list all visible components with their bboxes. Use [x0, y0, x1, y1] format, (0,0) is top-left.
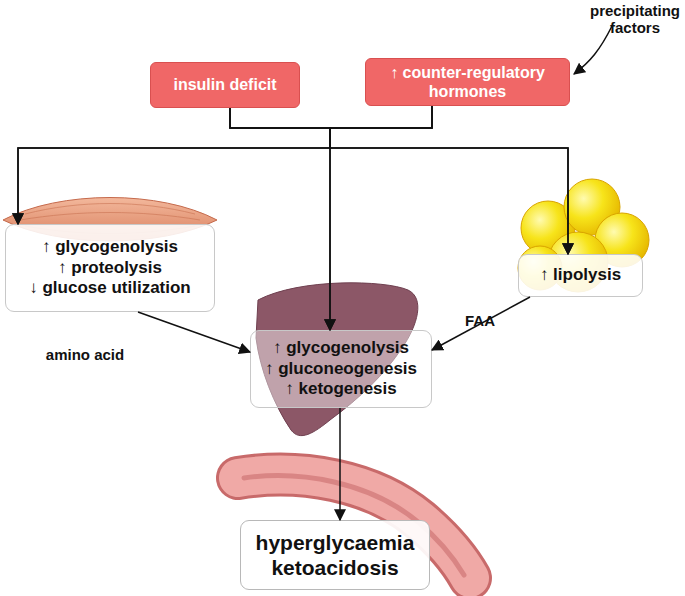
- annotation-label: precipitating factors: [585, 2, 685, 36]
- flow-arrow: [330, 106, 568, 254]
- node-text: insulin deficit: [173, 75, 276, 94]
- edge-label: FAA: [455, 312, 505, 329]
- muscle-effects-box: ↑ glycogenolysis↑ proteolysis↓ glucose u…: [5, 224, 215, 312]
- liver-effects-box: ↑ glycogenolysis↑ gluconeogenesis↑ ketog…: [250, 330, 432, 408]
- flow-arrow: [432, 297, 530, 350]
- liver-illustration: [256, 283, 418, 436]
- node-text: ↑ proteolysis: [58, 258, 162, 278]
- condition-box: insulin deficit: [150, 62, 300, 108]
- flow-arrow: [230, 108, 568, 254]
- flow-arrow: [138, 312, 250, 352]
- leader-arrow: [574, 26, 612, 74]
- adipose-effects-box: ↑ lipolysis: [518, 254, 643, 297]
- node-text: ↑ counter-regulatory hormones: [366, 63, 569, 101]
- node-text: hyperglycaemia: [256, 530, 415, 555]
- node-text: ketoacidosis: [271, 555, 398, 580]
- node-text: ↑ glycogenolysis: [42, 237, 178, 257]
- flow-arrow: [18, 106, 432, 224]
- outcome-box: hyperglycaemiaketoacidosis: [240, 520, 430, 590]
- node-text: ↓ glucose utilization: [29, 278, 191, 298]
- node-text: ↑ lipolysis: [540, 265, 621, 285]
- node-text: ↑ gluconeogenesis: [265, 359, 417, 379]
- edge-label: amino acid: [30, 346, 140, 363]
- condition-box: ↑ counter-regulatory hormones: [365, 58, 570, 106]
- node-text: ↑ glycogenolysis: [273, 338, 409, 358]
- flow-arrow: [230, 108, 330, 330]
- flow-arrow: [330, 106, 432, 330]
- flow-arrow: [339, 408, 341, 520]
- node-text: ↑ ketogenesis: [285, 379, 397, 399]
- flow-arrow: [18, 108, 330, 224]
